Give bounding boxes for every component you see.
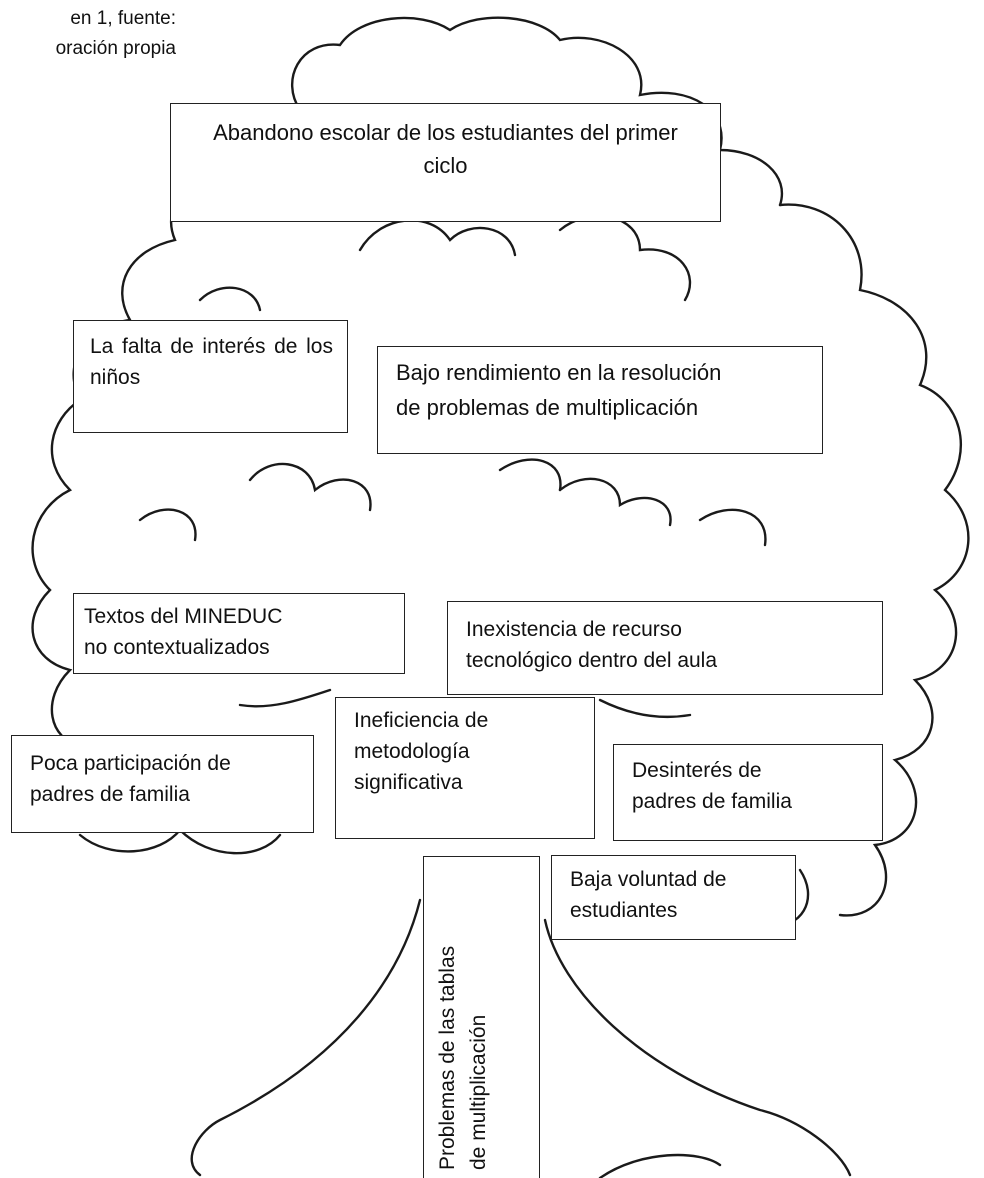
- trunk-left: [190, 898, 422, 1177]
- effect-interest-text: La falta de interés de los niños: [90, 335, 333, 389]
- crown-inner-curl-7: [698, 508, 767, 547]
- cause-will-line-2: estudiantes: [570, 899, 678, 922]
- cause-methodology-line-2: metodología: [354, 740, 470, 763]
- effect-box-interest: La falta de interés de los niños: [73, 320, 348, 433]
- crown-inner-curl-6: [138, 508, 197, 542]
- caption-line-1: en 1, fuente:: [70, 8, 176, 29]
- cause-box-texts: Textos del MINEDUC no contextualizados: [73, 593, 405, 674]
- cause-box-parent-participation: Poca participación de padres de familia: [11, 735, 314, 833]
- core-problem-box: Problemas de las tablas de multiplicació…: [423, 856, 540, 1178]
- cause-methodology-line-3: significativa: [354, 771, 463, 794]
- cause-box-methodology: Ineficiencia de metodología significativ…: [335, 697, 595, 839]
- cause-disinterest-line-2: padres de familia: [632, 790, 792, 813]
- ground-curl: [598, 1153, 722, 1178]
- cause-will-line-1: Baja voluntad de: [570, 868, 727, 891]
- cause-texts-line-1: Textos del MINEDUC: [84, 605, 283, 628]
- figure-caption: en 1, fuente: oración propia: [0, 4, 176, 64]
- cause-methodology-line-1: Ineficiencia de: [354, 709, 489, 732]
- crown-inner-curl-3: [198, 286, 262, 312]
- cause-texts-line-2: no contextualizados: [84, 636, 270, 659]
- cause-participation-line-1: Poca participación de: [30, 752, 231, 775]
- crown-inner-curl-8: [498, 458, 562, 492]
- effect-performance-line-2: de problemas de multiplicación: [396, 395, 699, 420]
- crown-outline-right: [778, 203, 970, 917]
- cause-technology-line-1: Inexistencia de recurso: [466, 618, 682, 641]
- main-effect-text: Abandono escolar de los estudiantes del …: [213, 120, 678, 178]
- cause-technology-line-2: tecnológico dentro del aula: [466, 649, 718, 672]
- cause-box-student-will: Baja voluntad de estudiantes: [551, 855, 796, 940]
- core-problem-line-1: Problemas de las tablas: [436, 945, 459, 1170]
- main-effect-box: Abandono escolar de los estudiantes del …: [170, 103, 721, 222]
- core-problem-rotated-text: Problemas de las tablas de multiplicació…: [432, 870, 494, 1170]
- caption-line-2: oración propia: [55, 38, 176, 59]
- cause-participation-line-2: padres de familia: [30, 783, 190, 806]
- crown-outline-bottom-left: [78, 828, 282, 855]
- crown-inner-curl-4: [248, 462, 372, 512]
- branch-left: [238, 688, 332, 708]
- cause-disinterest-line-1: Desinterés de: [632, 759, 762, 782]
- core-problem-line-2: de multiplicación: [467, 1014, 490, 1170]
- effect-box-performance: Bajo rendimiento en la resolución de pro…: [377, 346, 823, 454]
- crown-inner-curl-5: [558, 477, 672, 527]
- crown-inner-curl-2: [558, 215, 692, 302]
- crown-inner-curl-1: [358, 219, 517, 257]
- cause-box-parent-disinterest: Desinterés de padres de familia: [613, 744, 883, 841]
- branch-right: [598, 698, 692, 718]
- trunk-right: [543, 918, 852, 1177]
- cause-box-technology: Inexistencia de recurso tecnológico dent…: [447, 601, 883, 695]
- effect-performance-line-1: Bajo rendimiento en la resolución: [396, 360, 722, 385]
